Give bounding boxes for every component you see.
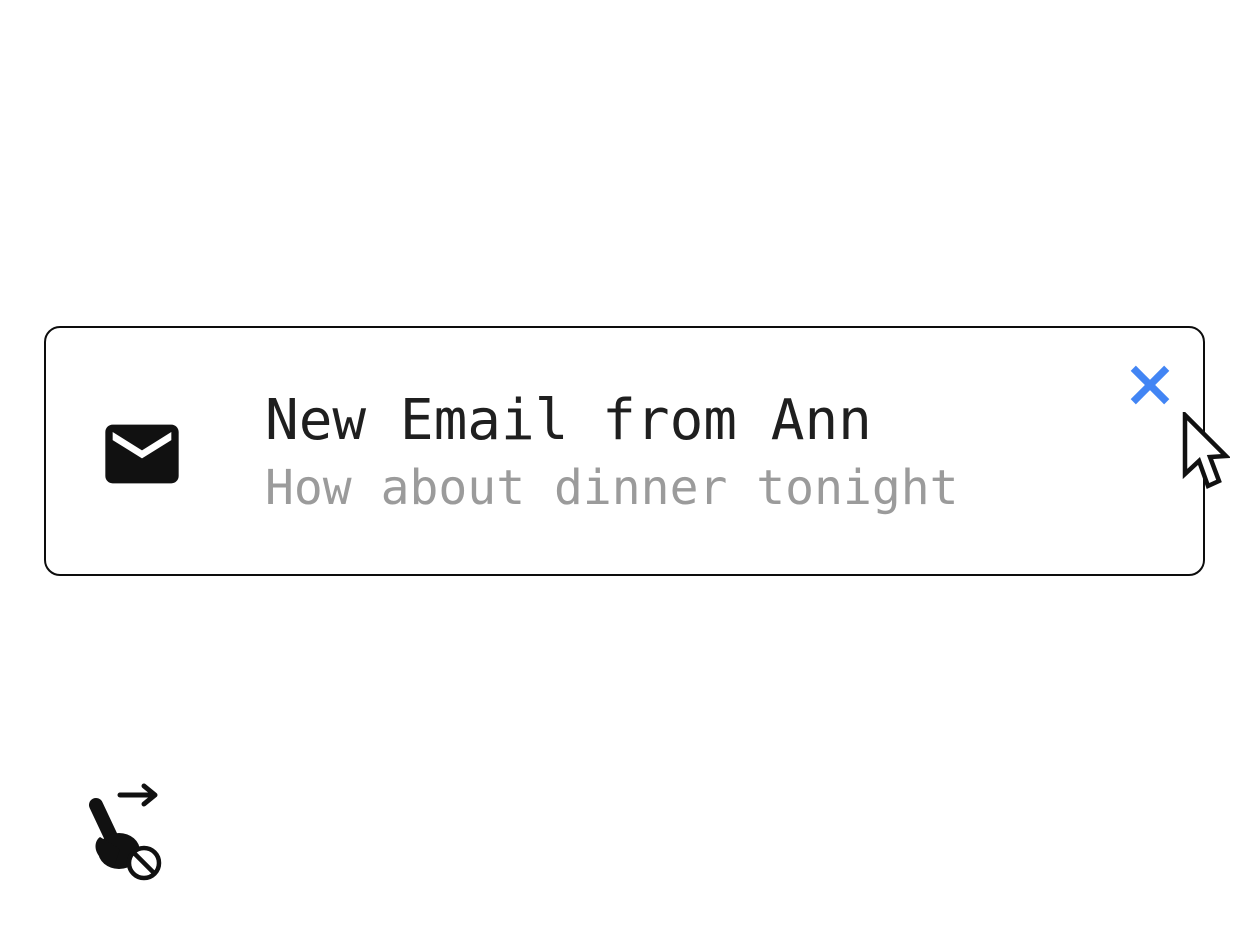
close-icon [1130,365,1170,405]
notification-subtitle: How about dinner tonight [265,460,959,516]
notification-card[interactable]: New Email from Ann How about dinner toni… [44,326,1205,576]
notification-text-block: New Email from Ann How about dinner toni… [265,388,959,516]
swipe-blocked-gesture-icon [89,783,162,881]
notification-title: New Email from Ann [265,388,872,453]
email-icon [105,424,179,484]
close-button[interactable] [1127,362,1173,408]
